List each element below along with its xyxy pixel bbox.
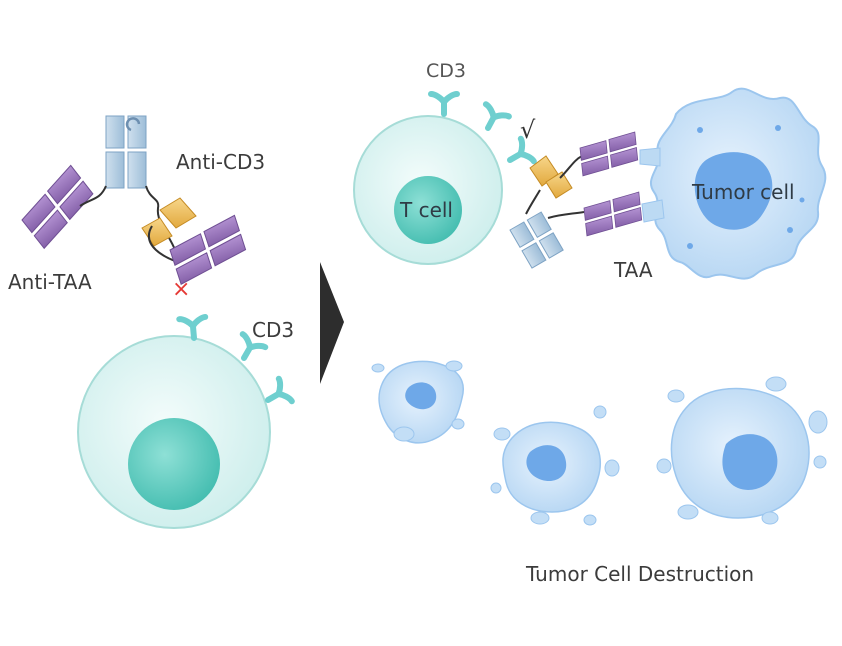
anti-cd3-arm-free [105, 115, 147, 189]
linker-left [79, 185, 107, 207]
tumor-fragment-3 [656, 376, 828, 525]
t-cell-left [77, 317, 292, 529]
label-tumor-cell: Tumor cell [692, 180, 795, 204]
process-arrow-icon [320, 262, 344, 384]
tumor-fragment-2 [490, 405, 620, 526]
caption-tumor-cell-destruction: Tumor Cell Destruction [526, 562, 755, 586]
check-mark: √ [520, 116, 536, 144]
gold-linker-domains-free [141, 197, 197, 263]
t-cell-nucleus-left [128, 418, 220, 510]
anti-taa-arm-free [13, 164, 102, 249]
label-anti-cd3: Anti-CD3 [176, 150, 266, 174]
label-cd3-top: CD3 [426, 60, 466, 82]
t-cell-nucleus-right [394, 176, 462, 244]
tumor-nucleus [694, 152, 773, 230]
label-taa: TAA [614, 258, 653, 282]
label-anti-taa: Anti-TAA [8, 270, 92, 294]
label-cd3-bottom: CD3 [252, 318, 295, 342]
label-t-cell: T cell [400, 198, 453, 222]
tumor-cell [639, 87, 827, 280]
bispecific-antibody-bound [509, 131, 644, 269]
cross-mark: × [172, 277, 190, 302]
tumor-fragment-1 [371, 360, 465, 444]
t-cell-right [353, 94, 534, 265]
